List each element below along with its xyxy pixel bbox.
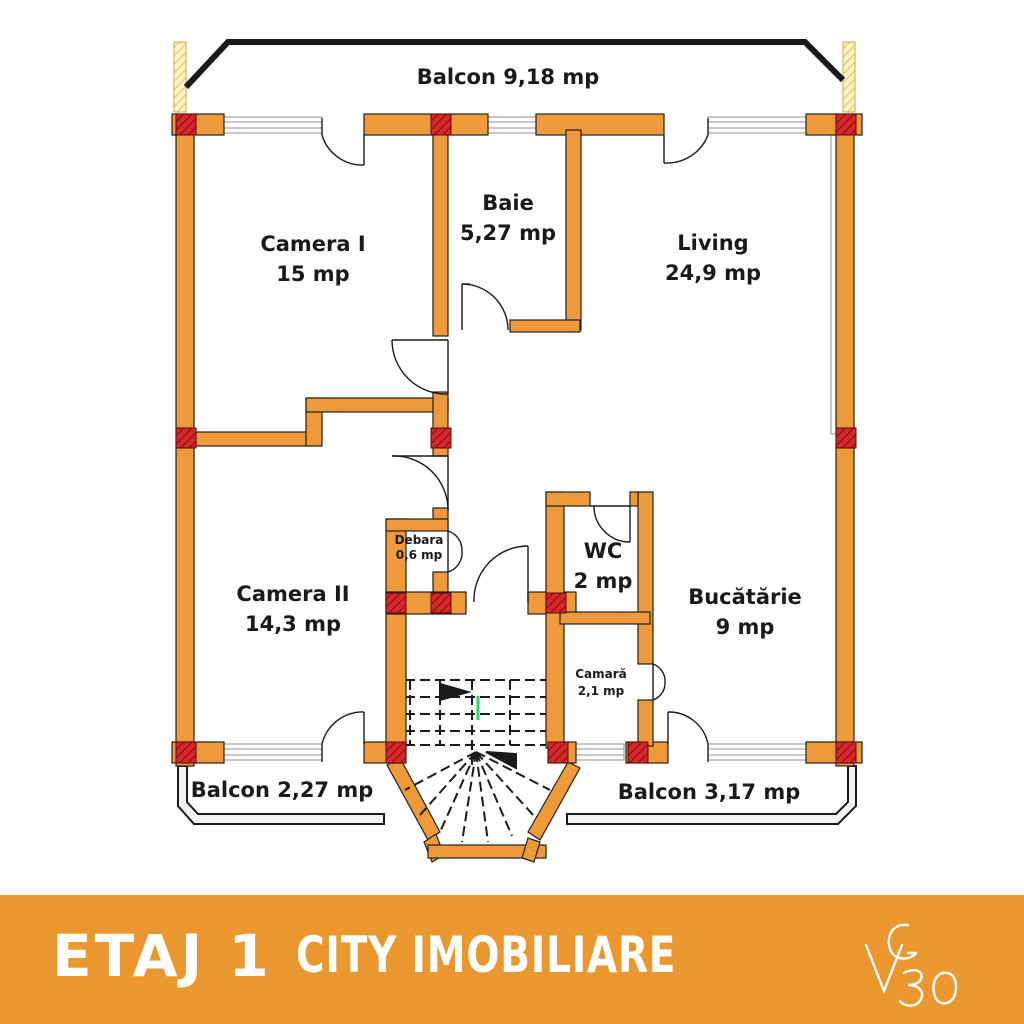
- door-kitchen-balcony: [667, 711, 709, 762]
- doors: [321, 118, 709, 762]
- door-debara: [447, 530, 463, 573]
- balcony-right-outline: [566, 765, 857, 825]
- floor-plan: Balcon 9,18 mp Camera I 15 mp Baie 5,27 …: [171, 39, 863, 863]
- label-baie-name: Baie: [482, 191, 534, 215]
- label-bucatarie-name: Bucătărie: [688, 585, 802, 609]
- balcony-top-railing: [173, 39, 856, 113]
- label-baie-area: 5,27 mp: [460, 221, 556, 245]
- label-debara-area: 0,6 mp: [396, 548, 443, 562]
- staircase: [404, 679, 551, 843]
- door-camera1: [391, 339, 449, 395]
- label-living-area: 24,9 mp: [665, 261, 761, 285]
- label-debara-name: Debara: [395, 533, 444, 547]
- label-wc-area: 2 mp: [574, 569, 633, 593]
- stair-bay: [386, 757, 581, 863]
- label-balcon-left: Balcon 2,27 mp: [191, 778, 374, 802]
- footer-banner: [0, 895, 1024, 1024]
- cg30-monogram-icon: [864, 923, 958, 1007]
- door-wc: [590, 505, 631, 543]
- label-wc-name: WC: [584, 539, 623, 563]
- label-camara-area: 2,1 mp: [578, 684, 625, 698]
- label-balcon-top: Balcon 9,18 mp: [417, 65, 600, 89]
- label-camera1-name: Camera I: [260, 232, 365, 256]
- floor-label: ETAJ 1: [52, 922, 272, 990]
- label-camera2-area: 14,3 mp: [245, 612, 341, 636]
- door-hall: [473, 545, 529, 603]
- label-camara-name: Camară: [575, 667, 627, 681]
- balcony-left-outline: [177, 765, 385, 825]
- label-balcon-right: Balcon 3,17 mp: [618, 780, 801, 804]
- brand-name: CITY IMOBILIARE: [296, 926, 677, 984]
- door-baie: [461, 283, 509, 331]
- door-camara: [652, 663, 666, 701]
- door-camera2: [391, 455, 449, 511]
- door-living-balcony: [663, 118, 709, 164]
- door-camera2-balcony: [321, 711, 365, 762]
- pillars: [175, 113, 857, 764]
- label-camera1-area: 15 mp: [276, 262, 349, 286]
- label-camera2-name: Camera II: [236, 582, 349, 606]
- label-bucatarie-area: 9 mp: [716, 615, 775, 639]
- door-camera1-balcony: [321, 118, 365, 166]
- label-living-name: Living: [677, 231, 748, 255]
